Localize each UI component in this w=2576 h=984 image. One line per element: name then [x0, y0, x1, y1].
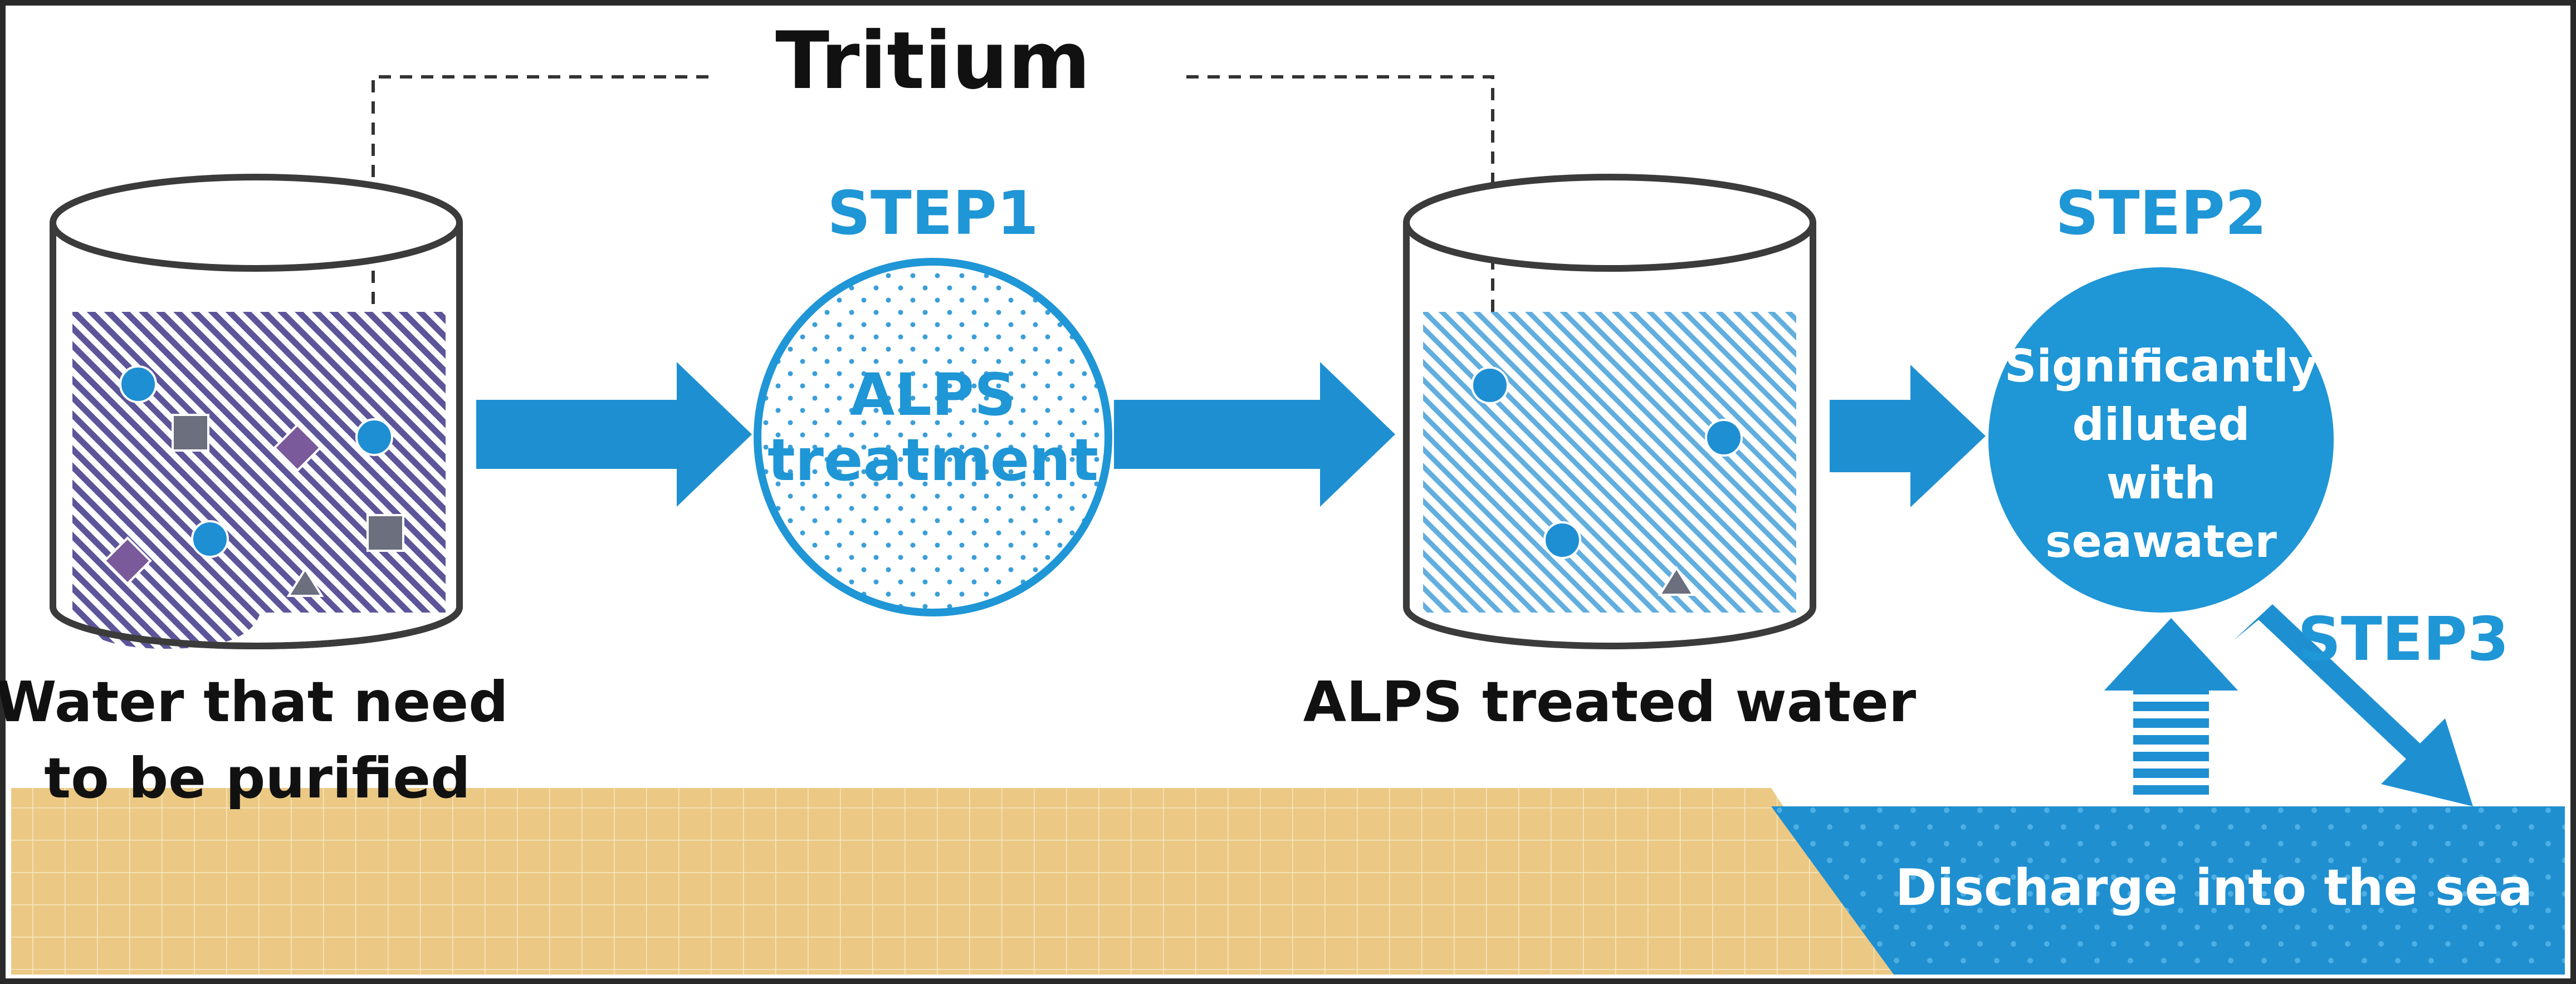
- particle-circle: [1543, 521, 1581, 559]
- sea-area: [1771, 806, 2565, 975]
- right-arrow-icon: [1830, 365, 1986, 507]
- right-arrow-icon: [1114, 362, 1395, 507]
- dilute-line4: seawater: [2045, 516, 2277, 567]
- dilute-line2: diluted: [2072, 399, 2250, 451]
- alps-treatment-line2: treatment: [768, 426, 1098, 494]
- dilute-line3: with: [2106, 457, 2216, 509]
- step1-label: STEP1: [827, 179, 1039, 248]
- raw-water-label-line2: to be purified: [44, 746, 470, 811]
- land-area: [11, 788, 1894, 975]
- particle-square: [366, 514, 404, 552]
- raw-water-tank: [50, 174, 463, 649]
- particle-triangle: [286, 567, 324, 597]
- dilution-circle: [1988, 267, 2334, 613]
- up-arrow-icon: [2104, 618, 2238, 691]
- particle-diamond: [273, 423, 322, 472]
- particle-circle: [191, 520, 229, 558]
- dilute-line1: Significantly: [2005, 340, 2318, 392]
- discharge-label: Discharge into the sea: [1895, 859, 2533, 917]
- alps-treatment-line1: ALPS: [850, 361, 1016, 429]
- treated-water-tank: [1403, 174, 1816, 649]
- discharge-arrow: [2233, 604, 2473, 806]
- right-arrow-icon: [476, 362, 752, 507]
- particle-circle: [119, 365, 157, 403]
- particle-diamond: [103, 536, 152, 585]
- title: Tritium: [775, 15, 1091, 107]
- particle-circle: [1705, 419, 1743, 457]
- step2-label: STEP2: [2055, 179, 2267, 248]
- step3-label: STEP3: [2298, 605, 2509, 674]
- particle-square: [172, 414, 209, 452]
- raw-water-label-line1: Water that need: [0, 669, 509, 735]
- particle-triangle: [1658, 566, 1695, 596]
- treated-water-label: ALPS treated water: [1303, 669, 1917, 735]
- tritium-connector-right: [1186, 75, 1494, 390]
- alps-treatment-circle: [754, 258, 1112, 616]
- particle-circle: [355, 418, 393, 456]
- particle-circle: [1471, 366, 1509, 404]
